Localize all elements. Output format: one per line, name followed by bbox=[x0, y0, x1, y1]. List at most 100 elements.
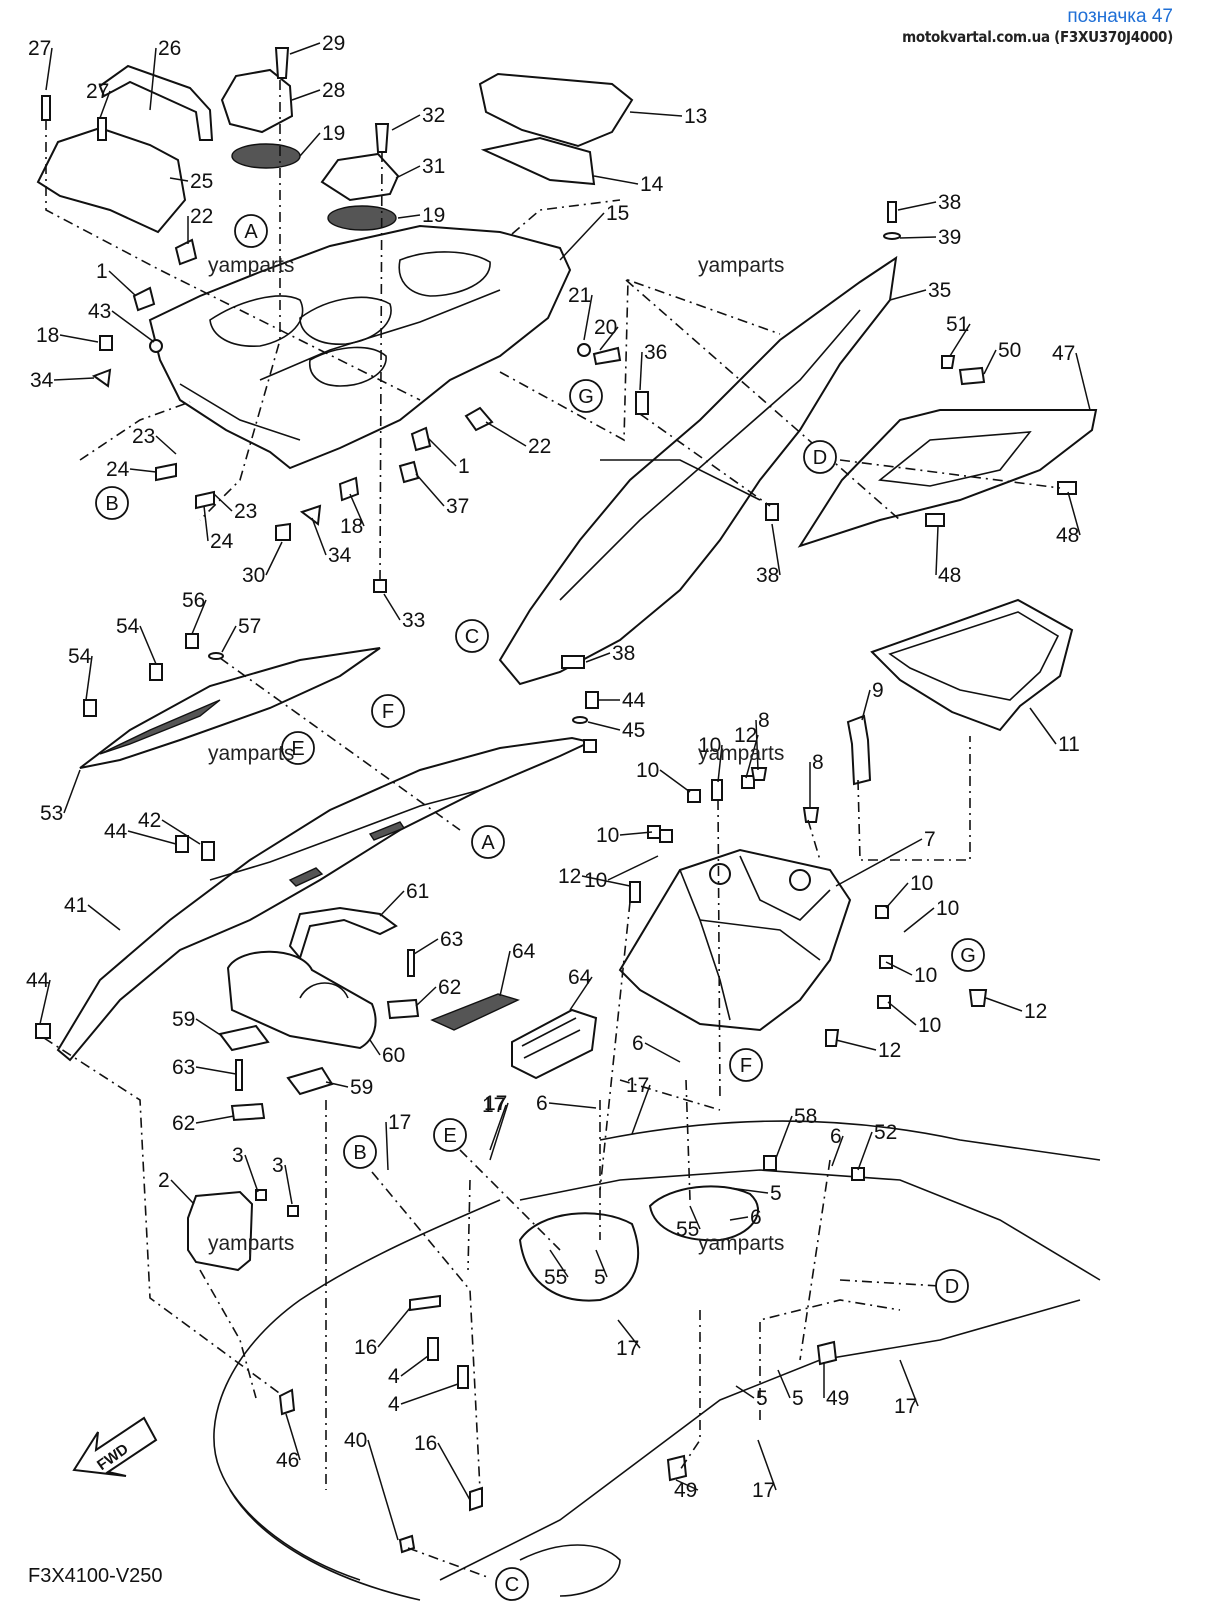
part-38-bolt-2 bbox=[765, 503, 779, 521]
watermark: yamparts bbox=[698, 254, 784, 277]
part-number-label: 5 bbox=[770, 1182, 782, 1205]
leader-17 bbox=[899, 1359, 919, 1407]
leader-10 bbox=[619, 831, 653, 836]
watermark: yamparts bbox=[698, 1232, 784, 1255]
leader-lines bbox=[39, 42, 1091, 1541]
callout-letter: B bbox=[353, 1142, 366, 1164]
leader-1 bbox=[108, 270, 137, 297]
leader-27 bbox=[45, 47, 53, 91]
part-number-label: 64 bbox=[568, 966, 592, 989]
leader-17 bbox=[489, 1102, 509, 1161]
part-3-nut bbox=[255, 1189, 267, 1201]
part-number-label: 45 bbox=[622, 719, 645, 742]
part-22-clip-2 bbox=[464, 406, 494, 432]
callout-circle bbox=[343, 1135, 377, 1169]
part-number-label: 24 bbox=[210, 530, 234, 553]
bracket-assembly bbox=[599, 736, 988, 1191]
leader-38 bbox=[585, 652, 611, 663]
part-number-label: 10 bbox=[936, 897, 959, 920]
part-number-label: 36 bbox=[644, 341, 667, 364]
part-62-bracket-2 bbox=[230, 1102, 266, 1122]
leader-16 bbox=[437, 1442, 471, 1501]
part-number-label: 54 bbox=[68, 645, 92, 668]
callout-letter: E bbox=[291, 738, 304, 760]
leader-5 bbox=[777, 1369, 791, 1399]
part-number-label: 35 bbox=[928, 279, 951, 302]
part-number-label: 60 bbox=[382, 1044, 405, 1067]
part-number-label: 51 bbox=[946, 313, 969, 336]
part-44-bolt bbox=[583, 739, 597, 753]
part-number-label: 41 bbox=[64, 894, 87, 917]
callout-circle bbox=[281, 731, 315, 765]
leader-57 bbox=[221, 625, 237, 653]
leader-42 bbox=[161, 819, 201, 845]
leader-46 bbox=[285, 1413, 301, 1461]
part-number-label: 8 bbox=[812, 751, 824, 774]
part-18-screw bbox=[338, 476, 360, 502]
leader-49 bbox=[675, 1479, 699, 1491]
callout-letter: A bbox=[244, 221, 258, 243]
part-number-label: 52 bbox=[874, 1121, 897, 1144]
part-34-tab bbox=[91, 368, 112, 388]
part-number-label: 1 bbox=[96, 260, 108, 283]
callout-circle bbox=[433, 1118, 467, 1152]
leader-44 bbox=[39, 979, 51, 1025]
leader-62 bbox=[195, 1115, 235, 1124]
part-3-nut-2 bbox=[287, 1205, 299, 1217]
leader-5 bbox=[729, 1187, 769, 1194]
callout-circle bbox=[471, 825, 505, 859]
callout-circle bbox=[803, 440, 837, 474]
part-57-washer bbox=[208, 652, 224, 660]
watermark: yamparts bbox=[208, 254, 294, 277]
leader-59 bbox=[325, 1081, 349, 1088]
part-number-label: 55 bbox=[544, 1266, 567, 1289]
leader-12 bbox=[745, 734, 759, 779]
leader-64 bbox=[569, 976, 593, 1011]
callout-circle bbox=[729, 1048, 763, 1082]
hull-cutout-left bbox=[518, 1212, 640, 1302]
part-36-screw bbox=[635, 391, 649, 415]
leader-60 bbox=[369, 1039, 381, 1056]
leader-20 bbox=[599, 326, 619, 351]
leader-28 bbox=[291, 89, 321, 101]
leader-19 bbox=[397, 214, 421, 219]
part-54-bolt bbox=[149, 663, 163, 681]
leader-18 bbox=[349, 493, 365, 527]
part-number-label: 1 bbox=[458, 455, 470, 478]
leader-8 bbox=[755, 719, 759, 771]
part-number-label: 34 bbox=[328, 544, 352, 567]
leader-6 bbox=[644, 1042, 681, 1063]
part-number-label: 18 bbox=[36, 324, 59, 347]
part-46-clip bbox=[278, 1388, 296, 1416]
part-40-plug bbox=[398, 1534, 416, 1554]
leader-29 bbox=[289, 42, 321, 55]
callout-letter: C bbox=[465, 626, 479, 648]
part-number-label: 57 bbox=[238, 615, 261, 638]
part-number-label: 3 bbox=[232, 1144, 244, 1167]
leader-52 bbox=[857, 1131, 873, 1171]
part-number-label: 44 bbox=[104, 820, 128, 843]
part-number-label: 10 bbox=[918, 1014, 941, 1037]
part-4-screw bbox=[427, 1337, 439, 1361]
part-number-label: 33 bbox=[402, 609, 425, 632]
part-number-label: 3 bbox=[272, 1154, 284, 1177]
leader-26 bbox=[149, 47, 157, 111]
part-number-label: 17 bbox=[482, 1094, 505, 1117]
leader-47 bbox=[1075, 352, 1091, 411]
callout-circle bbox=[935, 1269, 969, 1303]
leader-23 bbox=[213, 493, 233, 512]
part-27-screw bbox=[41, 95, 51, 121]
part-47-panel bbox=[797, 409, 1098, 548]
part-number-label: 6 bbox=[632, 1032, 644, 1055]
leader-16 bbox=[377, 1307, 411, 1348]
part-49-clip-2 bbox=[816, 1340, 838, 1366]
leader-32 bbox=[391, 114, 421, 131]
part-number-label: 37 bbox=[446, 495, 469, 518]
leader-4 bbox=[400, 1383, 459, 1405]
part-12-bolt-4 bbox=[825, 1029, 840, 1047]
callout-letter: G bbox=[960, 945, 976, 967]
leader-38 bbox=[897, 201, 937, 211]
leader-44 bbox=[127, 830, 177, 845]
watermark: yamparts bbox=[208, 1232, 294, 1255]
part-29-screw bbox=[274, 47, 290, 79]
